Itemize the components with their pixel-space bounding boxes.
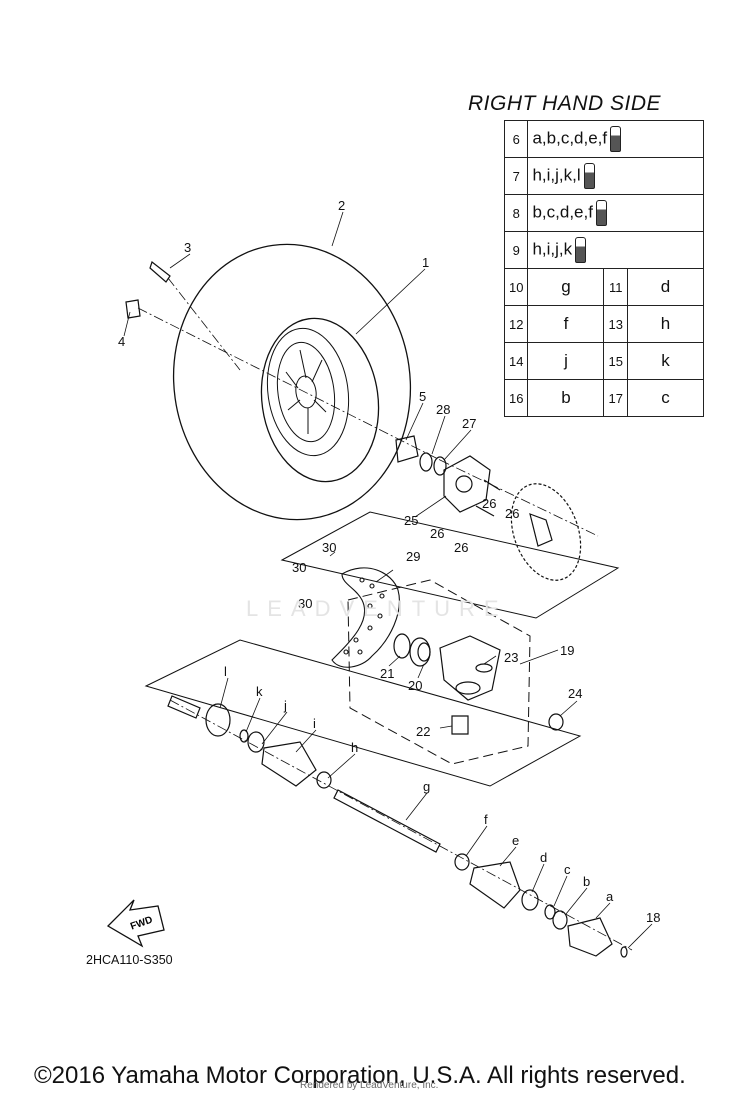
legend-pair-row: 10 g 11 d [503, 268, 705, 306]
callout-18: 18 [646, 910, 660, 925]
legend-letter: h [626, 305, 705, 343]
brake-guard [331, 567, 400, 668]
wheel-rim [266, 327, 350, 457]
legend-num: 14 [503, 342, 529, 380]
copyright-notice: ©2016 Yamaha Motor Corporation, U.S.A. A… [34, 1062, 686, 1089]
callout-h: h [351, 740, 358, 755]
legend-letter: c [626, 379, 705, 417]
grease-tube-icon [583, 163, 595, 189]
legend-pair-row: 16 b 17 c [503, 379, 705, 417]
legend-num: 10 [503, 268, 529, 306]
callout-20: 20 [408, 678, 422, 693]
watermark-text: LEADVENTURE [246, 596, 508, 621]
callout-j: j [283, 698, 287, 713]
callout-30b: 30 [292, 560, 306, 575]
legend-letters: h,i,j,k [532, 239, 573, 259]
legend-num: 11 [603, 268, 628, 306]
axis-lines [137, 277, 633, 951]
callout-l: l [224, 664, 227, 679]
brake-panel [280, 511, 620, 619]
fwd-arrow-icon: FWD [106, 899, 165, 948]
legend-row: 6 a,b,c,d,e,f [503, 120, 704, 158]
drive-shaft [167, 695, 628, 958]
leader-lines [123, 211, 653, 949]
callout-19: 19 [560, 643, 574, 658]
callout-g: g [423, 779, 430, 794]
legend-num: 15 [603, 342, 628, 380]
legend-row: 9 h,i,j,k [503, 231, 704, 269]
legend-num: 6 [503, 120, 529, 158]
callout-25: 25 [404, 513, 418, 528]
legend-title: RIGHT HAND SIDE [468, 92, 662, 115]
legend-letter: b [527, 379, 605, 417]
callout-labels: 2 3 1 4 5 28 27 25 26 26 26 26 30 29 30 … [118, 198, 660, 925]
callout-30a: 30 [322, 540, 336, 555]
callout-2: 2 [338, 198, 345, 213]
callout-a: a [606, 889, 614, 904]
callout-5: 5 [419, 389, 426, 404]
legend-letter: k [626, 342, 705, 380]
legend-num: 13 [603, 305, 628, 343]
legend-num: 7 [503, 157, 529, 195]
callout-26a: 26 [482, 496, 496, 511]
callout-22: 22 [416, 724, 430, 739]
callout-27: 27 [462, 416, 476, 431]
callout-i: i [313, 716, 316, 731]
grease-tube-icon [610, 126, 622, 152]
grease-tube-icon [575, 237, 587, 263]
legend-num: 12 [503, 305, 529, 343]
diagram-code: 2HCA110-S350 [86, 953, 173, 967]
legend-letter: f [527, 305, 605, 343]
legend-num: 8 [503, 194, 529, 232]
callout-26c: 26 [430, 526, 444, 541]
legend-letter: d [626, 268, 705, 306]
legend-row: 7 h,i,j,k,l [503, 157, 704, 195]
callout-29: 29 [406, 549, 420, 564]
callout-c: c [564, 862, 571, 877]
callout-21: 21 [380, 666, 394, 681]
tire [172, 243, 412, 521]
legend-pair-row: 12 f 13 h [503, 305, 705, 343]
callout-26d: 26 [454, 540, 468, 555]
legend-letters: b,c,d,e,f [532, 202, 593, 222]
knuckle-panel [144, 579, 582, 787]
legend-row: 8 b,c,d,e,f [503, 194, 704, 232]
callout-k: k [256, 684, 263, 699]
callout-d: d [540, 850, 547, 865]
callout-e: e [512, 833, 519, 848]
grease-tube-icon [595, 200, 607, 226]
legend-num: 9 [503, 231, 529, 269]
legend-num: 16 [503, 379, 529, 417]
callout-26b: 26 [505, 506, 519, 521]
callout-28: 28 [436, 402, 450, 417]
legend-letter: j [527, 342, 605, 380]
callout-1: 1 [422, 255, 429, 270]
rendered-by-note: Rendered by LeadVenture, Inc. [300, 1080, 439, 1091]
callout-f: f [484, 812, 488, 827]
legend-num: 17 [603, 379, 628, 417]
legend-letters: a,b,c,d,e,f [532, 128, 608, 148]
valve-stem [125, 261, 171, 319]
legend-letters: h,i,j,k,l [532, 165, 581, 185]
callout-30c: 30 [298, 596, 312, 611]
hub-parts [395, 435, 582, 581]
callout-4: 4 [118, 334, 125, 349]
callout-24: 24 [568, 686, 582, 701]
callout-3: 3 [184, 240, 191, 255]
grease-legend-table: 6 a,b,c,d,e,f 7 h,i,j,k,l 8 b,c,d,e,f 9 … [503, 120, 705, 417]
legend-pair-row: 14 j 15 k [503, 342, 705, 380]
callout-23: 23 [504, 650, 518, 665]
callout-b: b [583, 874, 590, 889]
legend-letter: g [527, 268, 605, 306]
